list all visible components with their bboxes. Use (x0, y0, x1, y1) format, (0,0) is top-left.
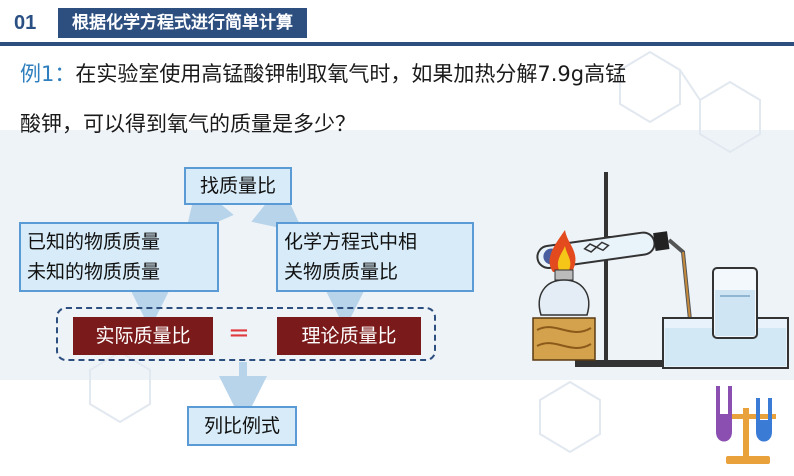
problem-text-1: 在实验室使用高锰酸钾制取氧气时，如果加热分解7.9g高锰 (75, 62, 627, 86)
known-unknown-box: 已知的物质质量 未知的物质质量 (19, 222, 219, 292)
proportion-box: 列比例式 (187, 406, 297, 446)
problem-line-1: 例1：在实验室使用高锰酸钾制取氧气时，如果加热分解7.9g高锰 (20, 58, 626, 88)
equals-sign: = (228, 318, 250, 348)
oxygen-apparatus-illustration (532, 172, 789, 369)
known-mass-text: 已知的物质质量 (27, 231, 161, 253)
equation-ratio-text-1: 化学方程式中相 (284, 231, 418, 253)
find-ratio-box: 找质量比 (184, 167, 292, 205)
header-bar: 01 根据化学方程式进行简单计算 (0, 0, 794, 47)
equation-ratio-box: 化学方程式中相 关物质质量比 (276, 222, 474, 292)
section-number: 01 (14, 12, 37, 34)
actual-ratio-box: 实际质量比 (73, 317, 213, 355)
section-title: 根据化学方程式进行简单计算 (58, 8, 307, 38)
theory-ratio-box: 理论质量比 (277, 317, 421, 355)
header-divider (0, 42, 794, 46)
equation-ratio-text-2: 关物质质量比 (284, 261, 399, 283)
lab-flask-stand-icon (716, 386, 776, 464)
example-label: 例1： (20, 62, 76, 86)
problem-line-2: 酸钾，可以得到氧气的质量是多少？ (20, 112, 356, 136)
ratio-equation-frame (56, 307, 436, 361)
unknown-mass-text: 未知的物质质量 (27, 261, 161, 283)
